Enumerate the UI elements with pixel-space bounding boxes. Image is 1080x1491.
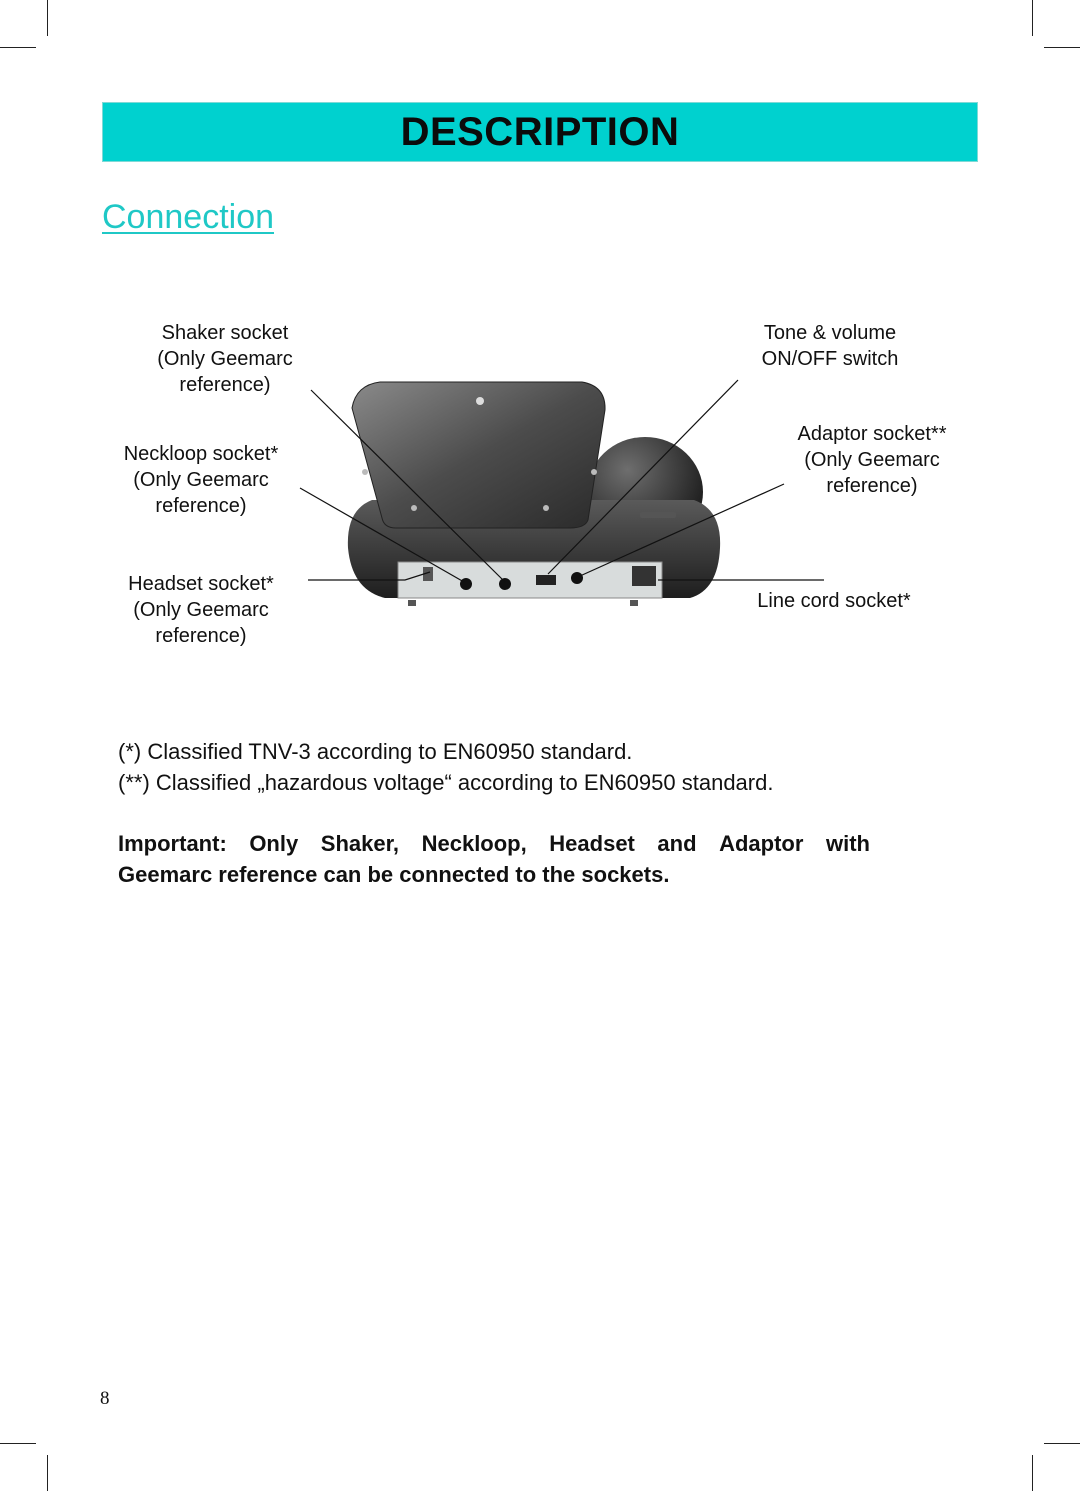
line-cord-socket-label: Line cord socket*	[757, 590, 911, 612]
classification-note-1: (*) Classified TNV-3 according to EN6095…	[118, 739, 633, 764]
phone-display	[351, 381, 606, 529]
crop-mark	[1032, 0, 1033, 36]
header-banner: DESCRIPTION	[102, 102, 978, 162]
section-title-link[interactable]: Connection	[102, 198, 275, 236]
phone-rear-view-diagram	[299, 379, 824, 606]
important-line-2: Geemarc reference can be connected to th…	[118, 862, 670, 887]
crop-mark	[47, 0, 48, 36]
classification-note-2: (**) Classified „hazardous voltage“ acco…	[118, 770, 774, 795]
important-line-1: Important: Only Shaker, Neckloop, Headse…	[118, 831, 870, 856]
leader-line-neckloop	[299, 487, 465, 583]
tone-volume-switch-label: Tone & volume ON/OFF switch	[761, 322, 899, 370]
leader-line-adaptor	[579, 483, 785, 577]
leader-line-headset	[308, 571, 431, 581]
crop-mark	[0, 1443, 36, 1444]
crop-mark	[1032, 1455, 1033, 1491]
important-notice: Important: Only Shaker, Neckloop, Headse…	[118, 828, 870, 890]
shaker-socket-label: Shaker socket (Only Geemarc reference)	[157, 322, 293, 396]
leader-line-tone	[547, 379, 739, 575]
crop-mark	[1044, 47, 1080, 48]
crop-mark	[47, 1455, 48, 1491]
page-title: DESCRIPTION	[400, 109, 680, 154]
crop-mark	[1044, 1443, 1080, 1444]
page-number: 8	[100, 1388, 110, 1409]
neckloop-socket-label: Neckloop socket* (Only Geemarc reference…	[123, 443, 279, 517]
leader-line-shaker	[310, 389, 506, 583]
crop-mark	[0, 47, 36, 48]
headset-socket-label: Headset socket* (Only Geemarc reference)	[128, 573, 274, 647]
socket-panel	[397, 561, 663, 599]
adaptor-socket-label: Adaptor socket** (Only Geemarc reference…	[797, 423, 947, 497]
